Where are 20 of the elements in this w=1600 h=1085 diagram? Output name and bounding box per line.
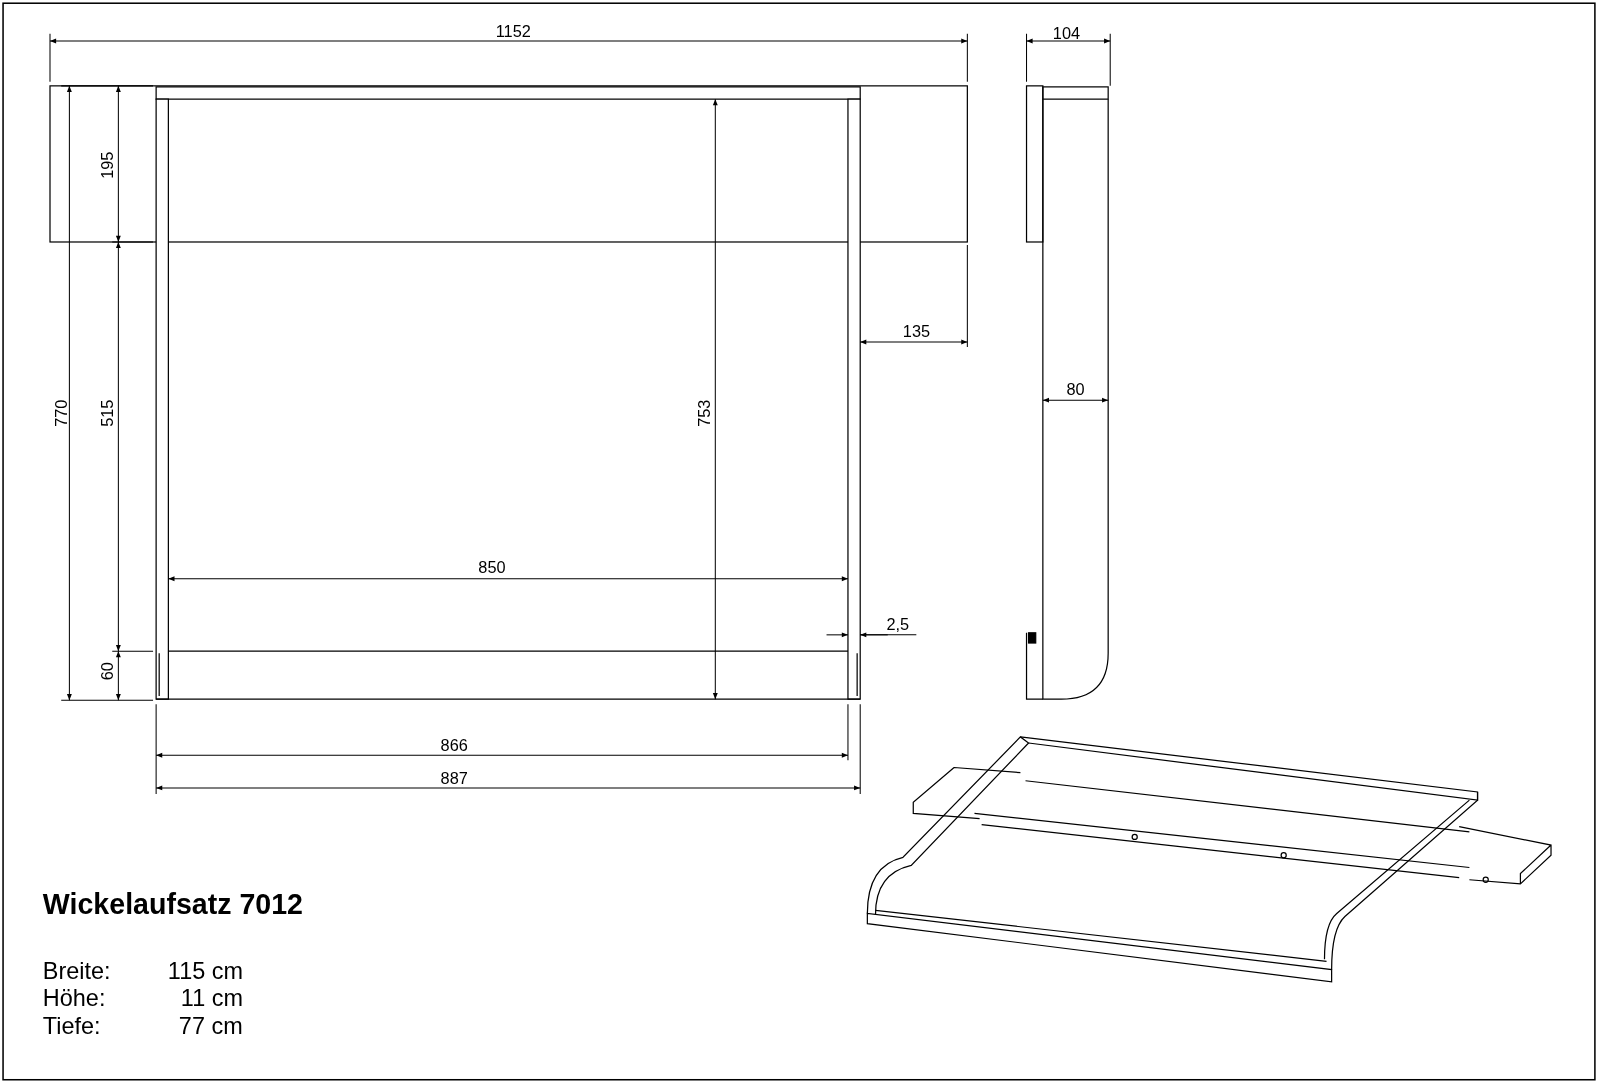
dimension-label: 515	[99, 399, 116, 427]
spec-label: Breite:	[42, 959, 111, 984]
spec-label: Höhe:	[42, 987, 106, 1011]
dimension-label: 2,5	[886, 616, 910, 633]
spec-value: 77 cm	[178, 1015, 243, 1039]
spec-label: Tiefe:	[42, 1015, 101, 1039]
dimension-label: 866	[440, 736, 468, 754]
dimension-label: 1152	[495, 22, 531, 39]
spec-value: 115 cm	[167, 959, 243, 984]
dimension-label: 80	[1066, 380, 1085, 398]
dimension-label: 850	[478, 559, 506, 576]
dimension-label: 135	[902, 322, 931, 339]
dimension-label: 887	[440, 769, 468, 786]
product-title: Wickelaufsatz 7012	[42, 889, 303, 919]
dimension-label: 104	[1052, 24, 1081, 41]
dimension-label: 770	[53, 399, 70, 427]
spec-value: 11 cm	[180, 987, 243, 1011]
dimension-label: 753	[696, 399, 713, 427]
dimension-label: 60	[99, 662, 116, 681]
dimension-label: 195	[99, 151, 116, 180]
